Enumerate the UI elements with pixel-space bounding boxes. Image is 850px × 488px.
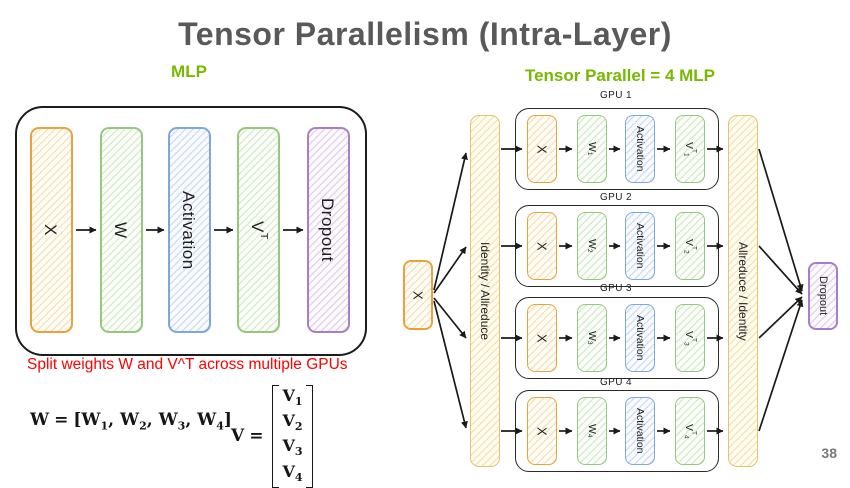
right-diagram-title: Tensor Parallel = 4 MLP — [524, 66, 716, 85]
gpu1-x: X — [527, 115, 557, 183]
mlp-bar-vt-label: VT — [248, 220, 270, 240]
mlp-bar-dropout-label: Dropout — [318, 198, 338, 262]
gpu1-activation: Activation — [625, 115, 655, 183]
gpu1-vt: VT1 — [675, 115, 705, 183]
gpu4-label: GPU 4 — [599, 377, 632, 388]
mlp-bar-vt: VT — [237, 127, 280, 333]
page-number: 38 — [821, 445, 837, 461]
mlp-bar-activation: Activation — [168, 127, 211, 333]
v-column-matrix: V1 V2 V3 V4 — [272, 385, 313, 488]
gpu4-activation: Activation — [625, 397, 655, 465]
gpu4-w: W4 — [577, 397, 607, 465]
formula-v: V = V1 V2 V3 V4 — [231, 385, 313, 488]
left-diagram-title: MLP — [171, 62, 207, 81]
mlp-bar-x-label: X — [41, 224, 61, 236]
output-dropout-box: Dropout — [808, 262, 838, 330]
gpu1-w: W1 — [577, 115, 607, 183]
gpu3-label: GPU 3 — [599, 283, 632, 294]
gpu3-x: X — [527, 304, 557, 372]
mlp-bar-x: X — [30, 127, 73, 333]
input-x-box: X — [403, 260, 433, 330]
mlp-bar-w: W — [100, 127, 143, 333]
slide-title: Tensor Parallelism (Intra-Layer) — [178, 16, 672, 52]
split-weights-caption: Split weights W and V^T across multiple … — [27, 356, 348, 373]
mlp-bar-activation-label: Activation — [179, 190, 199, 270]
gpu1-label: GPU 1 — [599, 90, 632, 101]
mlp-bar-w-label: W — [111, 221, 131, 239]
gpu2-label: GPU 2 — [599, 192, 632, 203]
gpu3-w: W3 — [577, 304, 607, 372]
matrix-right-bracket — [305, 385, 313, 488]
allreduce-identity-bar: Allreduce / Identity — [728, 115, 758, 467]
gpu3-vt: VT3 — [675, 304, 705, 372]
matrix-left-bracket — [272, 385, 280, 488]
formula-w: W=[W1, W2, W3, W4] — [30, 410, 232, 433]
gpu4-x: X — [527, 397, 557, 465]
gpu4-vt: VT4 — [675, 397, 705, 465]
gpu2-x: X — [527, 212, 557, 280]
gpu2-w: W2 — [577, 212, 607, 280]
mlp-container-box — [15, 106, 367, 356]
gpu3-activation: Activation — [625, 304, 655, 372]
gpu2-activation: Activation — [625, 212, 655, 280]
gpu2-vt: VT2 — [675, 212, 705, 280]
identity-allreduce-bar: Identity / Allreduce — [470, 115, 500, 467]
mlp-bar-dropout: Dropout — [307, 127, 350, 333]
